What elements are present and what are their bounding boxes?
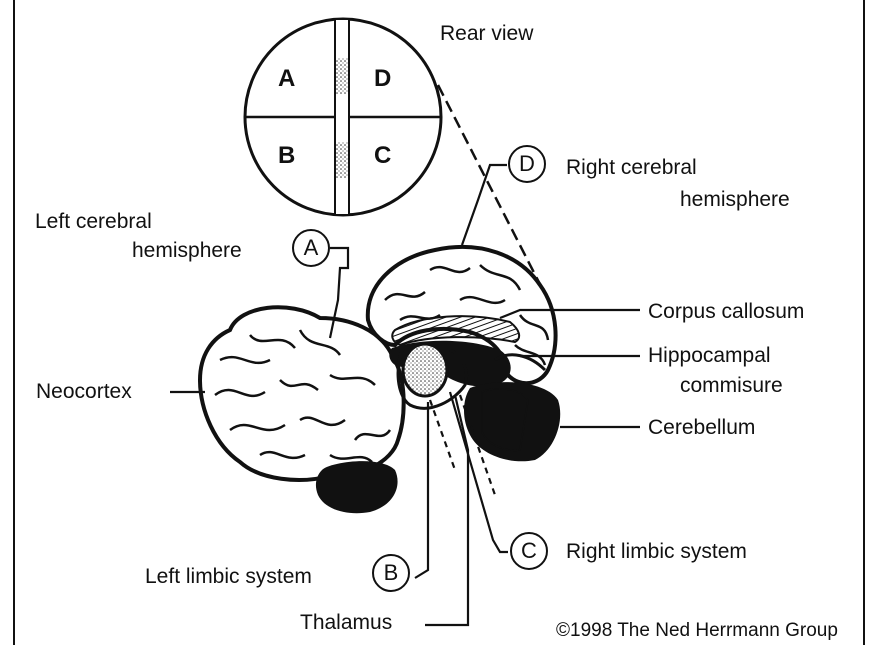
copyright-text: ©1998 The Ned Herrmann Group: [556, 619, 838, 643]
right-hemisphere-label-line2: hemisphere: [680, 188, 790, 212]
hippocampal-label-line2: commisure: [680, 374, 783, 398]
marker-b: B: [372, 554, 410, 592]
corpus-callosum-label: Corpus callosum: [648, 300, 804, 324]
left-hemisphere-label-line1: Left cerebral: [35, 210, 152, 234]
rear-view-label: Rear view: [440, 22, 533, 46]
marker-c: C: [510, 532, 548, 570]
rear-view-inset: [245, 19, 441, 215]
left-hemisphere-label-line2: hemisphere: [132, 239, 242, 263]
cerebellum-label: Cerebellum: [648, 416, 755, 440]
quadrant-c: C: [374, 143, 391, 169]
neocortex-label: Neocortex: [36, 380, 132, 404]
left-hemisphere-drawing: [200, 307, 404, 513]
thalamus-label: Thalamus: [300, 611, 392, 635]
marker-d: D: [508, 145, 546, 183]
quadrant-d: D: [374, 66, 391, 92]
quadrant-b: B: [278, 143, 295, 169]
right-limbic-label: Right limbic system: [566, 540, 747, 564]
quadrant-a: A: [278, 66, 295, 92]
hippocampal-label-line1: Hippocampal: [648, 344, 771, 368]
left-limbic-label: Left limbic system: [145, 565, 312, 589]
marker-a: A: [292, 229, 330, 267]
right-hemisphere-label-line1: Right cerebral: [566, 156, 697, 180]
